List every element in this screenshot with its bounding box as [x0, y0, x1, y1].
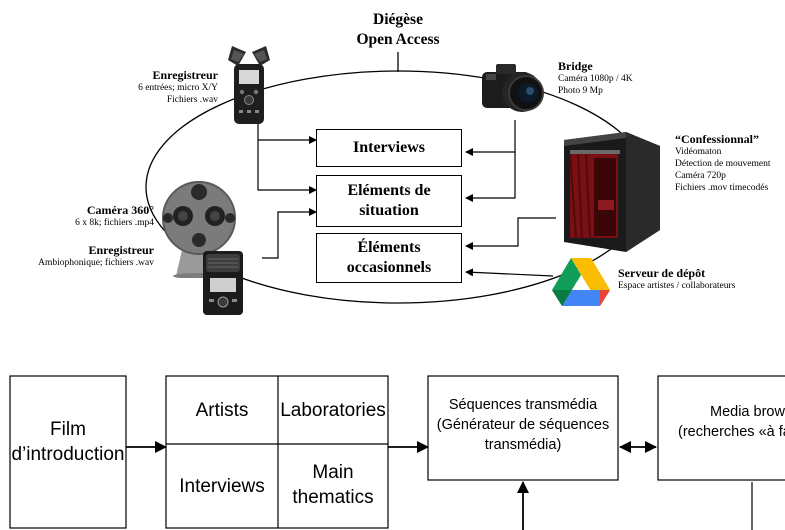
film-intro-label: Film d’introduction: [10, 410, 126, 474]
bridge-label: Bridge Caméra 1080p / 4K Photo 9 Mp: [558, 59, 668, 97]
confessional-title: “Confessionnal”: [675, 132, 760, 146]
recorder-2-label: Enregistreur Ambiophonique; fichiers .wa…: [10, 243, 154, 269]
interviews-box: Interviews: [316, 129, 462, 167]
interviews-label: Interviews: [353, 139, 425, 156]
confessional-label: “Confessionnal” Vidéomaton Détection de …: [675, 132, 785, 194]
sequences-label: Séquences transmédia (Générateur de séqu…: [428, 388, 618, 462]
ambisonic-recorder-icon: [202, 250, 244, 316]
server-title: Serveur de dépôt: [618, 266, 706, 280]
recorder-2-line-1: Ambiophonique; fichiers .wav: [38, 258, 154, 268]
recorder-1-line-1: 6 entrées; micro X/Y: [138, 83, 218, 93]
photo-booth-icon: [554, 130, 664, 254]
interviews-cell: Interviews: [166, 444, 278, 528]
main-thematics-line-1: Main: [312, 462, 354, 483]
bridge-line-2: Photo 9 Mp: [558, 86, 603, 96]
title-line-1: Diégèse: [373, 11, 423, 28]
main-thematics-line-2: thematics: [292, 487, 374, 508]
server-line-1: Espace artistes / collaborateurs: [618, 281, 736, 291]
laboratories-label: Laboratories: [280, 399, 386, 421]
confessional-line-2: Détection de mouvement: [675, 159, 771, 169]
film-line-2: d’introduction: [11, 444, 125, 465]
elements-occasionnels-box: Éléments occasionnels: [316, 233, 462, 283]
confessional-line-3: Caméra 720p: [675, 171, 726, 181]
artists-label: Artists: [195, 399, 249, 421]
confessional-line-1: Vidéomaton: [675, 147, 722, 157]
server-label: Serveur de dépôt Espace artistes / colla…: [618, 266, 783, 292]
sequences-line-3: transmédia): [484, 437, 562, 453]
laboratories-cell: Laboratories: [278, 376, 388, 444]
confessional-line-4: Fichiers .mov timecodés: [675, 183, 769, 193]
elements-occasionnels-line-2: occasionnels: [346, 259, 432, 276]
camera-360-title: Caméra 360°: [86, 203, 154, 217]
media-browser-box: [657, 375, 785, 481]
handheld-recorder-icon: [226, 42, 272, 126]
film-intro-box: [9, 375, 127, 529]
main-thematics-cell: Main thematics: [278, 450, 388, 520]
sequences-box: [427, 375, 619, 481]
camera-360-label: Caméra 360° 6 x 8k; fichiers .mp4: [50, 203, 154, 229]
diagram-title: Diégèse Open Access: [330, 10, 466, 50]
title-line-2: Open Access: [356, 31, 440, 48]
recorder-2-title: Enregistreur: [88, 243, 154, 257]
media-browser-label: Media brows (recherches «à fa: [674, 402, 785, 442]
elements-occasionnels-line-1: Éléments: [357, 239, 421, 256]
bridge-title: Bridge: [558, 59, 593, 73]
interviews-flow-label: Interviews: [179, 475, 265, 497]
bridge-line-1: Caméra 1080p / 4K: [558, 74, 633, 84]
sequences-line-2: (Générateur de séquences: [436, 417, 610, 433]
media-line-1: Media brows: [710, 404, 785, 420]
recorder-1-line-2: Fichiers .wav: [166, 95, 218, 105]
elements-situation-line-1: Eléments de: [347, 182, 431, 199]
sequences-line-1: Séquences transmédia: [448, 397, 598, 413]
elements-situation-box: Eléments de situation: [316, 175, 462, 227]
elements-situation-line-2: situation: [359, 202, 419, 219]
google-drive-icon: [552, 256, 610, 306]
recorder-1-title: Enregistreur: [152, 68, 218, 82]
film-line-1: Film: [50, 419, 86, 440]
artists-cell: Artists: [166, 376, 278, 444]
bridge-camera-icon: [480, 60, 550, 118]
recorder-1-label: Enregistreur 6 entrées; micro X/Y Fichie…: [120, 68, 218, 106]
camera-360-line-1: 6 x 8k; fichiers .mp4: [75, 218, 154, 228]
media-line-2: (recherches «à fa: [678, 424, 785, 440]
